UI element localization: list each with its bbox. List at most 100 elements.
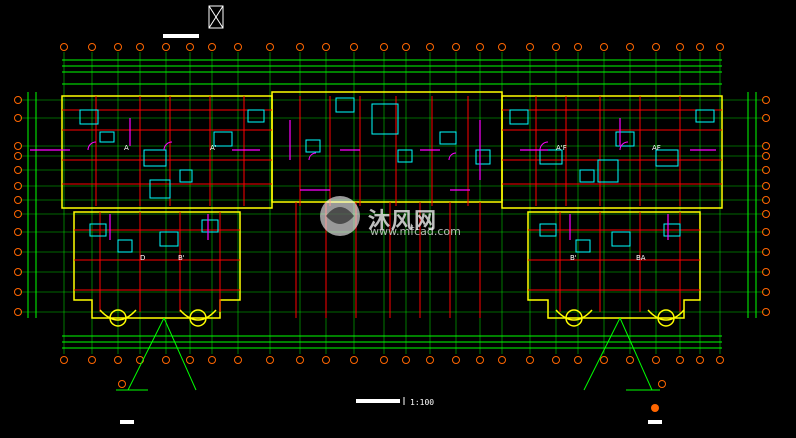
axis-bubble: [762, 248, 770, 256]
axis-bubble: [402, 356, 410, 364]
axis-bubble: [208, 43, 216, 51]
axis-bubble: [762, 288, 770, 296]
axis-bubble: [716, 356, 724, 364]
fixture: [695, 109, 715, 123]
axis-bubble: [696, 43, 704, 51]
axis-bubble: [526, 43, 534, 51]
fixture: [663, 223, 681, 237]
fixture: [213, 131, 233, 147]
detail-marker-top: [163, 5, 224, 38]
axis-bubble: [14, 182, 22, 190]
axis-bubble: [114, 356, 122, 364]
axis-bubble: [762, 210, 770, 218]
fixture: [305, 139, 321, 153]
room-fixtures: [30, 97, 716, 253]
axis-bubble: [14, 288, 22, 296]
top-dimension-lines: [62, 59, 722, 85]
fixture: [597, 159, 619, 183]
axis-bubble: [498, 43, 506, 51]
axis-bubble: [526, 356, 534, 364]
unit-tag: A: [124, 144, 129, 152]
axis-bubble: [162, 43, 170, 51]
axis-bubble: [762, 96, 770, 104]
fixture: [159, 231, 179, 247]
fixture: [201, 219, 219, 233]
scale-bar: [356, 397, 405, 405]
axis-bubble: [322, 43, 330, 51]
axis-bubble: [14, 268, 22, 276]
unit-tag: B': [570, 254, 577, 262]
axis-bubble: [14, 152, 22, 160]
axis-bubble: [600, 43, 608, 51]
fixture: [335, 97, 355, 113]
building-walls: [61, 91, 723, 319]
fixture: [371, 103, 399, 135]
door-swing: [539, 141, 549, 151]
fixture: [575, 239, 591, 253]
axis-bubble: [136, 43, 144, 51]
unit-tag: BA: [636, 254, 646, 262]
axis-bubble: [14, 308, 22, 316]
fixture: [149, 179, 171, 199]
watermark-url: www.mfcad.com: [370, 225, 461, 238]
axis-bubble: [208, 356, 216, 364]
fixture: [247, 109, 265, 123]
axis-bubble: [234, 356, 242, 364]
side-dimension-lines: [27, 92, 757, 318]
axis-bubble: [380, 43, 388, 51]
axis-bubble: [402, 43, 410, 51]
axis-bubble: [266, 356, 274, 364]
axis-bubble: [426, 43, 434, 51]
axis-bubble: [762, 114, 770, 122]
axis-bubble: [114, 43, 122, 51]
watermark-brand: 沐风网: [368, 209, 438, 234]
axis-bubble: [652, 356, 660, 364]
axis-bubble: [266, 43, 274, 51]
axis-bubble: [14, 196, 22, 204]
axis-bubble: [696, 356, 704, 364]
axis-bubble: [118, 380, 126, 388]
unit-tag: A': [210, 144, 217, 152]
axis-bubble: [14, 114, 22, 122]
axis-bubble: [186, 43, 194, 51]
axis-bubble: [600, 356, 608, 364]
unit-tag: B': [178, 254, 185, 262]
unit-tag: D: [140, 254, 146, 262]
bottom-markers: [120, 404, 662, 424]
fixture: [79, 109, 99, 125]
unit-tag: AF: [652, 144, 661, 152]
axis-bubble: [716, 43, 724, 51]
fixture: [99, 131, 115, 143]
axis-bubble: [88, 356, 96, 364]
fixture: [539, 223, 557, 237]
axis-bubble: [762, 152, 770, 160]
axis-bubble: [476, 356, 484, 364]
fixture: [509, 109, 529, 125]
axis-bubble: [676, 356, 684, 364]
axis-bubble: [350, 43, 358, 51]
axis-bubble: [452, 356, 460, 364]
fixture: [579, 169, 595, 183]
axis-bubble: [676, 43, 684, 51]
axis-bubble: [14, 228, 22, 236]
axis-bubble: [426, 356, 434, 364]
axis-bubble: [60, 43, 68, 51]
axis-bubble: [296, 356, 304, 364]
door-swing: [87, 141, 97, 151]
fixture: [611, 231, 631, 247]
axis-bubble: [552, 356, 560, 364]
watermark-logo: [320, 196, 360, 236]
fixture: [475, 149, 491, 165]
fixture: [655, 149, 679, 167]
axis-bubble: [452, 43, 460, 51]
fixture: [439, 131, 457, 145]
axis-bubble: [60, 356, 68, 364]
axis-bubbles: [14, 43, 770, 388]
axis-bubble: [762, 268, 770, 276]
fixture: [143, 149, 167, 167]
axis-bubble: [14, 96, 22, 104]
axis-bubble: [296, 43, 304, 51]
door-swing: [163, 141, 173, 151]
axis-bubble: [626, 43, 634, 51]
